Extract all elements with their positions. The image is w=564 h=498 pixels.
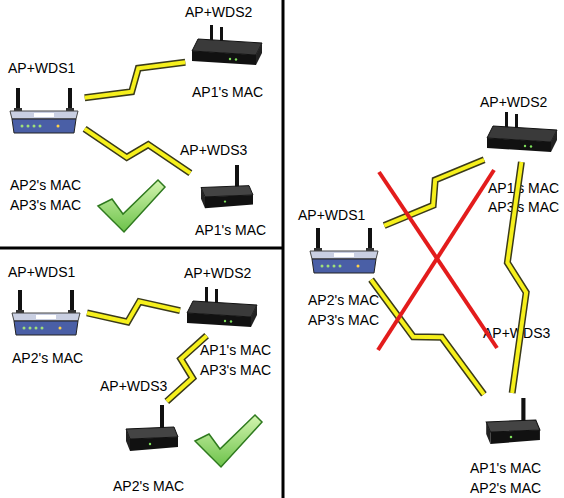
link-outline (87, 302, 180, 322)
wireless-link (384, 160, 484, 226)
link-outline (85, 129, 191, 173)
device-label: AP+WDS1 (298, 207, 365, 224)
device-label: AP+WDS1 (8, 264, 75, 281)
lightning-bolt (87, 302, 180, 322)
lightning-bolt (384, 160, 484, 226)
panel-divider (0, 247, 283, 250)
lightning-bolt (85, 129, 191, 173)
router-icon (192, 25, 262, 65)
router-icon (187, 287, 257, 327)
device-label: AP+WDS2 (480, 94, 547, 111)
mac-entry: AP3's MAC (200, 362, 271, 379)
router-node: AP+WDS3AP1's MAC (195, 165, 255, 210)
link-outline (371, 280, 484, 395)
link-outline (85, 62, 186, 97)
router-icon (480, 398, 542, 446)
router-icon (120, 405, 180, 453)
mac-entry: AP2's MAC (12, 350, 83, 367)
wireless-link (87, 302, 180, 322)
mac-entry: AP2's MAC (308, 292, 379, 309)
mac-entry: AP3's MAC (10, 197, 81, 214)
router-icon (185, 287, 260, 332)
mac-entry: AP1's MAC (488, 180, 559, 197)
router-node: AP+WDS3AP1's MACAP2's MAC (480, 398, 542, 446)
wireless-link (167, 336, 207, 402)
panel-divider (282, 0, 285, 498)
lightning-bolt (507, 162, 526, 393)
wireless-link (85, 129, 191, 173)
router-icon (190, 25, 265, 70)
mac-entry: AP1's MAC (195, 222, 266, 239)
mac-entry: AP3's MAC (308, 312, 379, 329)
router-icon (201, 165, 253, 208)
mac-entry: AP1's MAC (470, 460, 541, 477)
router-node: AP+WDS1AP2's MACAP3's MAC (308, 228, 380, 276)
router-icon (10, 290, 82, 338)
mac-entry: AP2's MAC (113, 478, 184, 495)
wireless-link (507, 162, 526, 393)
router-icon (12, 290, 80, 335)
wireless-link (371, 280, 484, 395)
check-mark (98, 180, 165, 232)
router-icon (195, 165, 255, 210)
mac-entry: AP1's MAC (200, 342, 271, 359)
cross-mark (378, 170, 494, 350)
wireless-link (85, 62, 186, 97)
link-outline (167, 336, 207, 402)
router-node: AP+WDS1AP2's MACAP3's MAC (8, 88, 80, 136)
device-label: AP+WDS2 (185, 4, 252, 21)
device-label: AP+WDS1 (8, 60, 75, 77)
router-icon (308, 228, 380, 276)
lightning-bolt (371, 280, 484, 395)
lightning-bolt (85, 62, 186, 97)
link-outline (384, 160, 484, 226)
link-outline (507, 162, 526, 393)
router-node: AP+WDS2AP1's MACAP3's MAC (485, 112, 560, 157)
router-node: AP+WDS3AP2's MAC (120, 405, 180, 453)
router-icon (485, 112, 560, 157)
router-icon (487, 112, 557, 152)
lightning-bolt (167, 336, 207, 402)
check-mark (195, 415, 262, 467)
device-label: AP+WDS3 (100, 378, 167, 395)
device-label: AP+WDS2 (184, 265, 251, 282)
edge-layer (85, 62, 527, 401)
mac-entry: AP2's MAC (10, 177, 81, 194)
router-node: AP+WDS2AP1's MACAP3's MAC (185, 287, 260, 332)
router-node: AP+WDS2AP1's MAC (190, 25, 265, 70)
router-icon (10, 88, 78, 133)
mac-entry: AP3's MAC (488, 199, 559, 216)
device-label: AP+WDS3 (483, 325, 550, 342)
router-icon (126, 405, 178, 451)
device-label: AP+WDS3 (180, 142, 247, 159)
router-icon (310, 228, 378, 273)
router-node: AP+WDS1AP2's MAC (10, 290, 82, 338)
mac-entry: AP1's MAC (192, 84, 263, 101)
router-icon (486, 398, 540, 444)
router-icon (8, 88, 80, 136)
cross-mark (379, 172, 497, 348)
mac-entry: AP2's MAC (470, 480, 541, 497)
